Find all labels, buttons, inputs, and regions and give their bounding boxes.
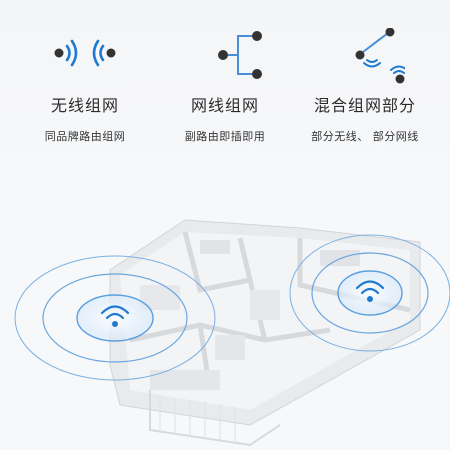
feature-hybrid: 混合组网部分 部分无线、 部分网线: [290, 18, 440, 168]
feature-subtitle: 同品牌路由组网: [44, 130, 126, 143]
wifi-signal-icon: [355, 280, 385, 302]
feature-wireless: 无线组网 同品牌路由组网: [10, 18, 160, 168]
hybrid-network-icon: [355, 28, 405, 84]
signal-coverage-left: [14, 255, 216, 381]
feature-subtitle: 副路由即插即用: [184, 130, 266, 143]
feature-title: 无线组网: [50, 96, 119, 115]
signal-coverage-right: [289, 234, 450, 352]
feature-wired: 网线组网 副路由即插即用: [150, 18, 300, 168]
house-structure: [109, 219, 421, 447]
feature-title: 混合组网部分: [313, 96, 416, 115]
wifi-signal-icon: [100, 305, 130, 327]
feature-subtitle: 部分无线、 部分网线: [311, 130, 419, 143]
wired-branch-icon: [218, 31, 262, 79]
wireless-wave-icon: [54, 39, 116, 67]
feature-title: 网线组网: [190, 96, 259, 115]
floor-plan-illustration: [14, 219, 450, 447]
feature-band: [0, 0, 450, 190]
